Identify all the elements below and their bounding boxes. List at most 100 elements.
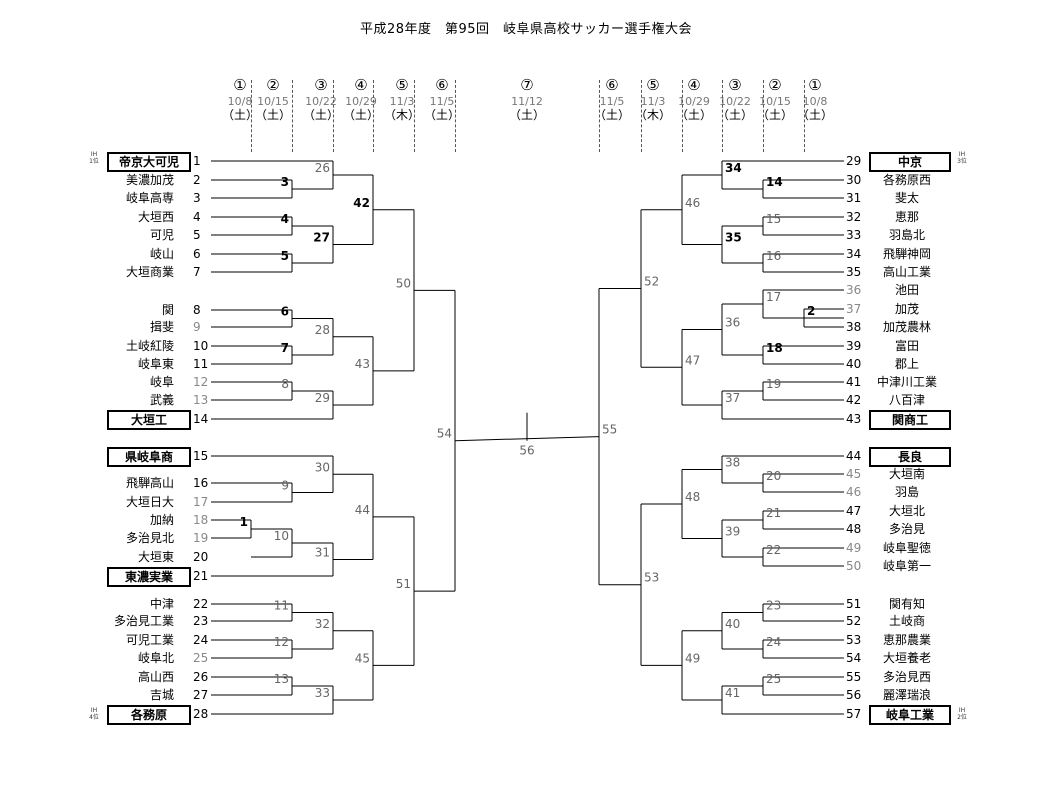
team-seed-21: 21 — [193, 569, 209, 583]
team-seed-20: 20 — [193, 550, 209, 564]
team-name-37: 加茂 — [894, 302, 919, 316]
left-round-1-date: 10/8 — [227, 95, 253, 108]
match-number-44: 44 — [355, 503, 370, 517]
team-seed-33: 33 — [846, 228, 862, 242]
team-seed-42: 42 — [846, 393, 862, 407]
match-number-38: 38 — [725, 456, 740, 470]
match-number-3: 3 — [281, 175, 289, 189]
team-name-8: 関 — [161, 303, 174, 317]
team-name-14: 大垣工 — [107, 410, 191, 430]
team-seed-45: 45 — [846, 467, 862, 481]
team-seed-28: 28 — [193, 707, 209, 721]
team-name-34: 飛騨神岡 — [882, 247, 931, 261]
match-number-55: 55 — [602, 423, 617, 437]
team-name-47: 大垣北 — [888, 504, 925, 518]
team-seed-12: 12 — [193, 375, 209, 389]
team-seed-16: 16 — [193, 476, 209, 490]
team-seed-53: 53 — [846, 633, 862, 647]
match-number-21: 21 — [766, 506, 781, 520]
team-seed-47: 47 — [846, 504, 862, 518]
team-name-29: 中京 — [869, 152, 951, 172]
team-name-54: 大垣養老 — [882, 651, 931, 665]
team-seed-48: 48 — [846, 522, 862, 536]
team-name-1: 帝京大可児 — [107, 152, 191, 172]
match-number-8: 8 — [281, 377, 289, 391]
round-separator — [804, 80, 805, 152]
team-name-50: 岐阜第一 — [882, 559, 931, 573]
match-number-2: 2 — [807, 304, 815, 318]
team-name-35: 高山工業 — [882, 265, 931, 279]
team-name-33: 羽島北 — [888, 228, 925, 242]
team-seed-19: 19 — [193, 531, 209, 545]
team-seed-13: 13 — [193, 393, 209, 407]
left-round-5-number: ⑤ — [395, 76, 409, 94]
team-seed-57: 57 — [846, 707, 862, 721]
ih-label-29-top: IH — [958, 151, 966, 158]
left-round-4-number: ④ — [354, 76, 368, 94]
team-seed-8: 8 — [193, 303, 201, 317]
match-number-25: 25 — [766, 672, 781, 686]
team-seed-38: 38 — [846, 320, 862, 334]
ih-label-57: IH 2位 — [952, 707, 972, 721]
team-name-36: 池田 — [894, 283, 919, 297]
round-separator — [763, 80, 764, 152]
match-number-34: 34 — [725, 161, 742, 175]
match-number-5: 5 — [281, 249, 289, 263]
team-name-39: 富田 — [894, 339, 919, 353]
match-number-7: 7 — [281, 341, 289, 355]
left-round-3-number: ③ — [314, 76, 328, 94]
match-number-12: 12 — [274, 635, 289, 649]
team-name-22: 中津 — [149, 597, 174, 611]
ih-label-29: IH 3位 — [952, 151, 972, 165]
left-round-3-day: （土） — [302, 108, 339, 122]
round-separator — [373, 80, 374, 152]
team-name-56: 麗澤瑞浪 — [882, 688, 931, 702]
match-number-51: 51 — [396, 577, 411, 591]
match-number-18: 18 — [766, 341, 783, 355]
ih-label-57-top: IH — [958, 707, 966, 714]
team-seed-30: 30 — [846, 173, 862, 187]
team-name-27: 吉城 — [149, 688, 174, 702]
team-seed-52: 52 — [846, 614, 862, 628]
team-seed-35: 35 — [846, 265, 862, 279]
team-name-46: 羽島 — [894, 485, 919, 499]
team-name-49: 岐阜聖徳 — [882, 541, 931, 555]
team-seed-11: 11 — [193, 357, 209, 371]
team-seed-44: 44 — [846, 449, 862, 463]
match-number-31: 31 — [315, 546, 330, 560]
right-round-4-number: ④ — [687, 76, 701, 94]
ih-label-1: IH 1位 — [84, 151, 104, 165]
match-number-33: 33 — [315, 686, 330, 700]
round-separator — [641, 80, 642, 152]
left-round-4-date: 10/29 — [345, 95, 377, 108]
match-number-11: 11 — [274, 599, 289, 613]
team-name-40: 郡上 — [894, 357, 919, 371]
team-seed-9: 9 — [193, 320, 201, 334]
team-seed-6: 6 — [193, 247, 201, 261]
right-round-5-number: ⑤ — [646, 76, 660, 94]
team-seed-24: 24 — [193, 633, 209, 647]
match-number-46: 46 — [685, 196, 700, 210]
team-seed-49: 49 — [846, 541, 862, 555]
team-seed-26: 26 — [193, 670, 209, 684]
match-number-15: 15 — [766, 212, 781, 226]
team-name-13: 武義 — [149, 393, 174, 407]
match-number-54: 54 — [437, 427, 452, 441]
team-name-31: 斐太 — [894, 191, 919, 205]
team-seed-14: 14 — [193, 412, 209, 426]
team-seed-50: 50 — [846, 559, 862, 573]
right-round-6-date: 11/5 — [599, 95, 625, 108]
team-seed-7: 7 — [193, 265, 201, 279]
match-number-49: 49 — [685, 651, 700, 665]
right-round-6-number: ⑥ — [605, 76, 619, 94]
left-round-6-day: （土） — [423, 108, 460, 122]
final-round-7-date: 11/12 — [511, 95, 543, 108]
match-number-56: 56 — [519, 444, 534, 458]
team-seed-34: 34 — [846, 247, 862, 261]
left-round-1-number: ① — [233, 76, 247, 94]
round-separator — [333, 80, 334, 152]
team-name-32: 恵那 — [894, 210, 919, 224]
match-number-13: 13 — [274, 672, 289, 686]
team-seed-43: 43 — [846, 412, 862, 426]
